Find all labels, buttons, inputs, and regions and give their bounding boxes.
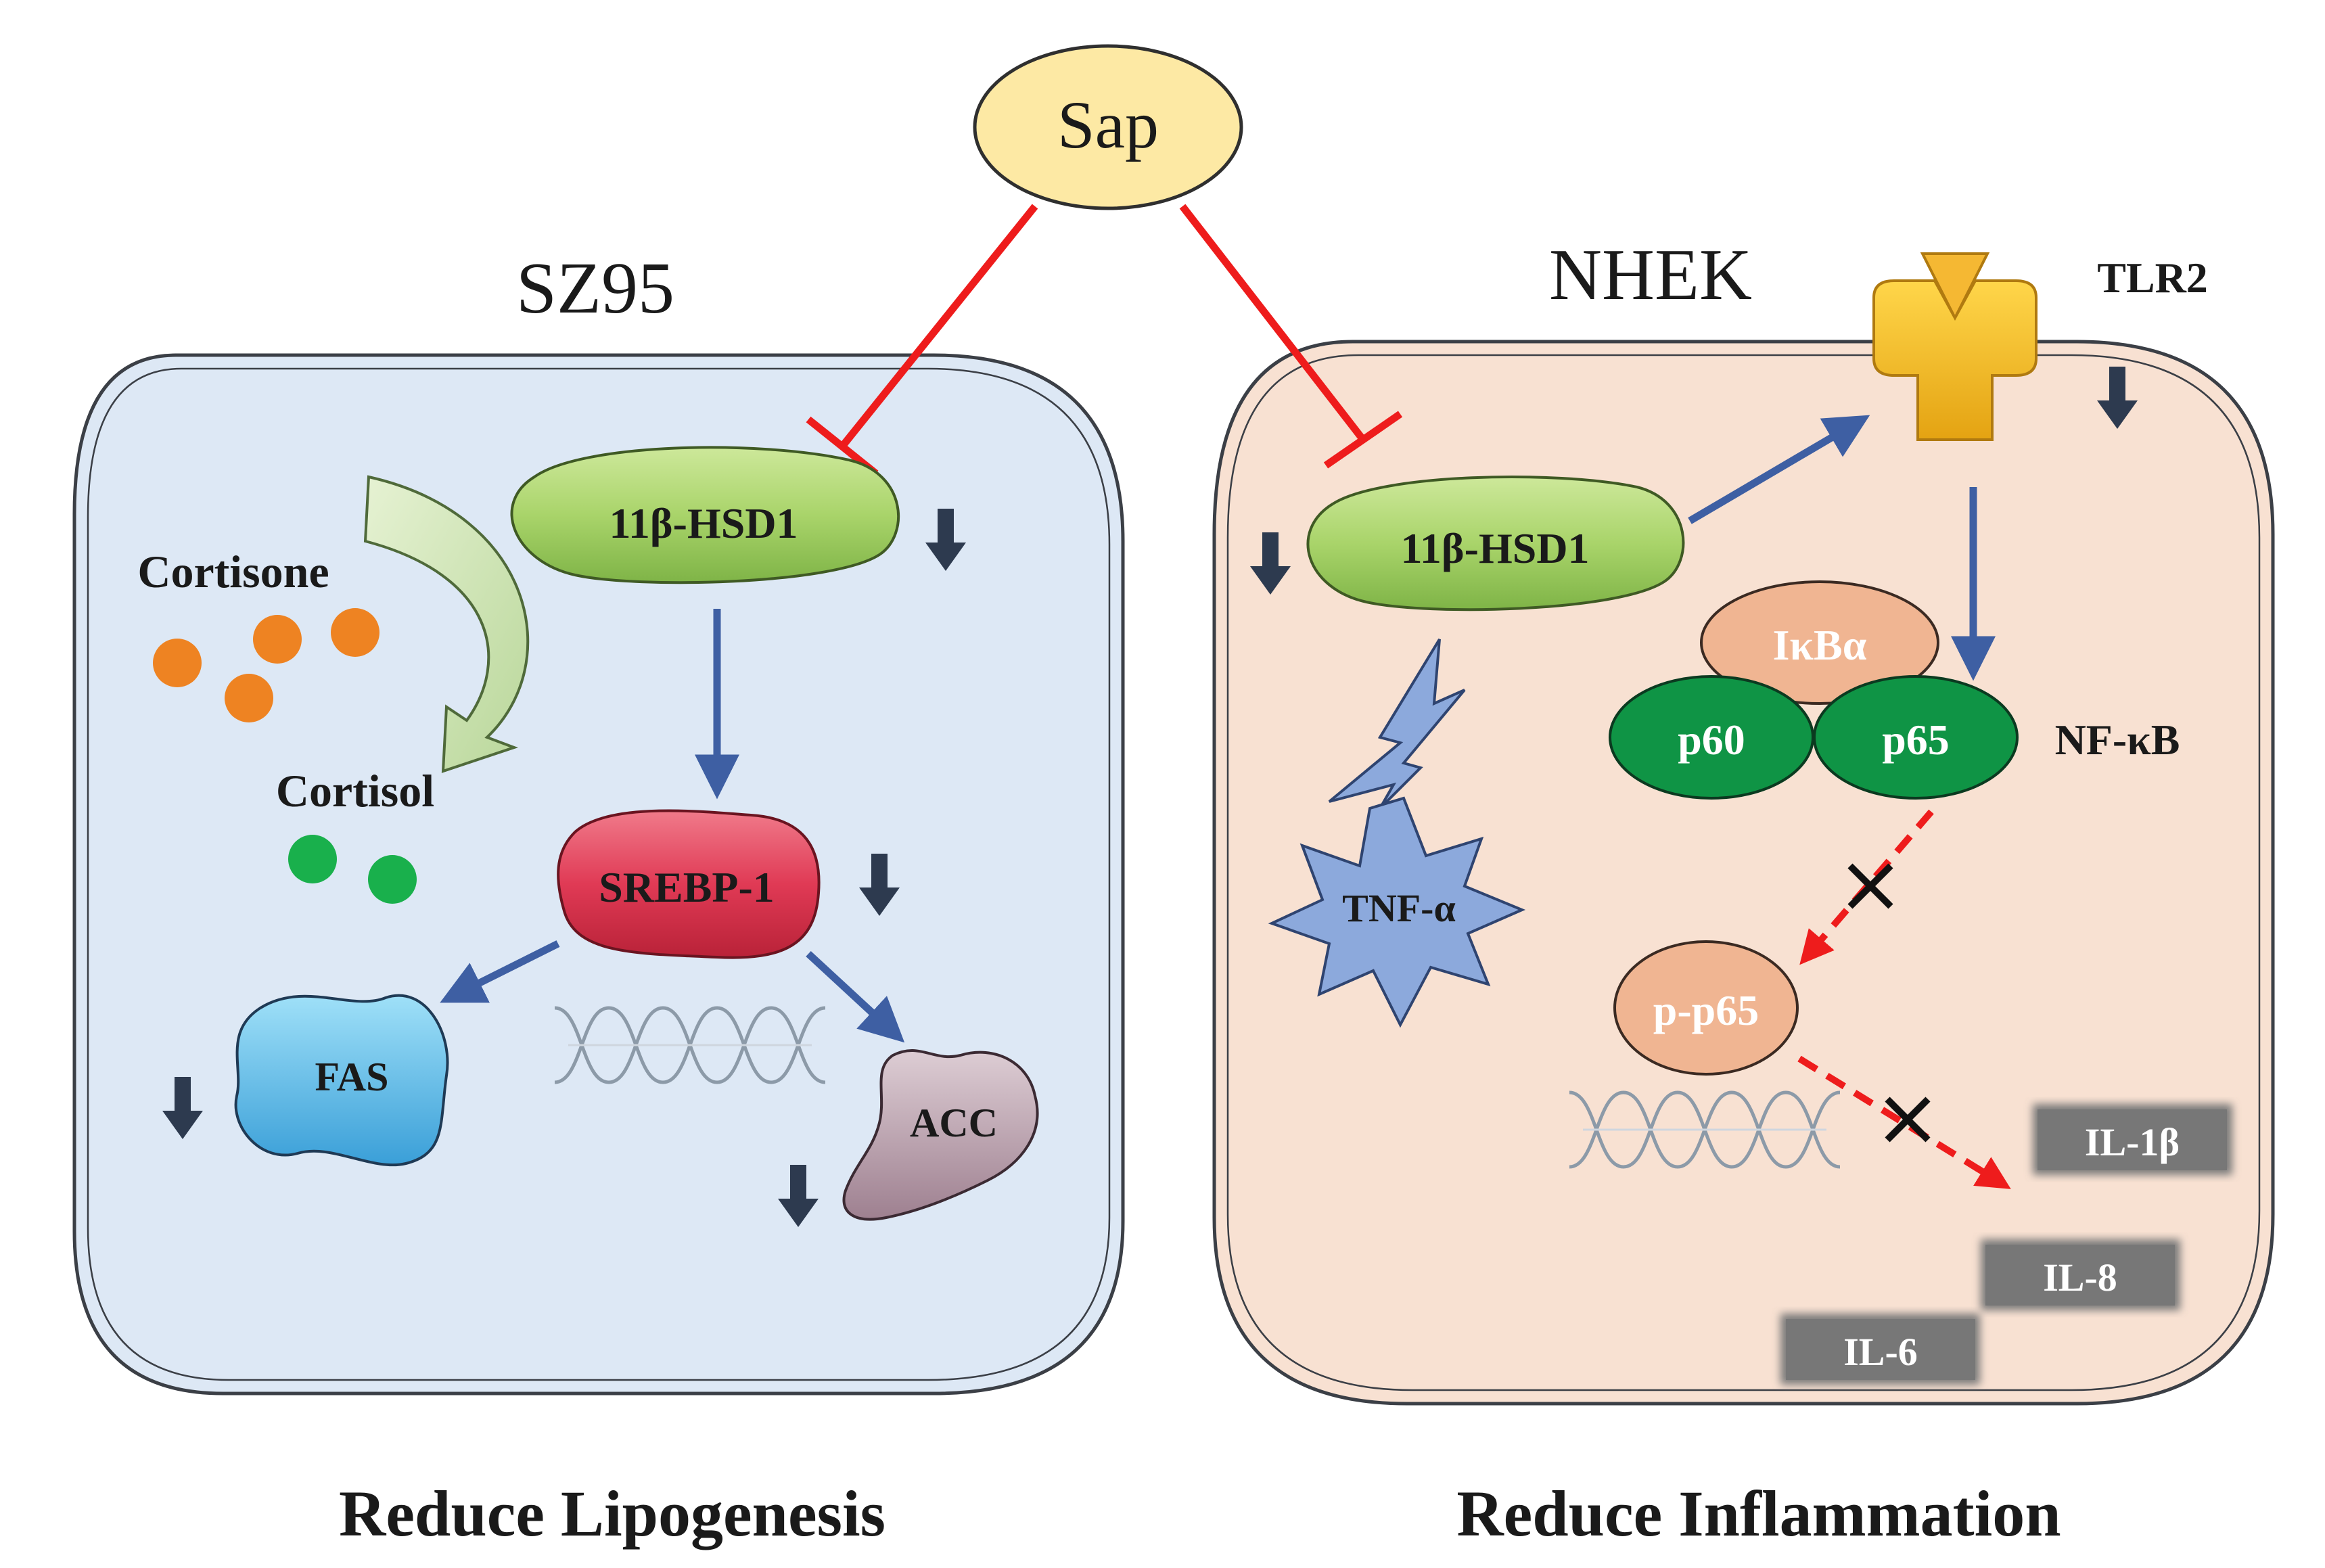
srebp-label: SREBP-1 — [599, 863, 775, 911]
tlr2-label: TLR2 — [2097, 254, 2208, 302]
srebp-node: SREBP-1 — [557, 809, 821, 959]
enzyme-to-tlr2-arrow — [1688, 415, 1870, 524]
sap-label: Sap — [1057, 87, 1159, 162]
left-enzyme-label: 11β-HSD1 — [609, 499, 798, 547]
phospho-p65-node: p-p65 — [1613, 940, 1799, 1076]
tlr2-receptor-icon — [1872, 252, 2038, 441]
cytokine-il1b: IL-1β — [2033, 1104, 2232, 1175]
right-cell-line-label: NHEK — [1549, 235, 1752, 315]
tnf-alpha-label: TNF-α — [1342, 886, 1456, 930]
left-cell-line-label: SZ95 — [516, 248, 674, 329]
srebp-to-fas-arrow — [440, 940, 560, 1003]
cytokine-il6: IL-6 — [1780, 1314, 1980, 1385]
cortisone-dots — [153, 608, 379, 722]
fas-node: FAS — [234, 994, 449, 1167]
cortisol-dots — [288, 835, 417, 904]
il6-label: IL-6 — [1843, 1330, 1918, 1374]
fas-label: FAS — [315, 1055, 389, 1099]
conversion-curve-arrow-icon — [363, 475, 530, 773]
nfkb-label: NF-κB — [2055, 716, 2180, 764]
right-enzyme-node: 11β-HSD1 — [1306, 476, 1685, 612]
block-x-icon-1 — [1847, 863, 1893, 909]
nfkb-complex: IκBα p60 p65 — [1609, 580, 2019, 800]
il1b-label: IL-1β — [2085, 1120, 2180, 1164]
ikba-label: IκBα — [1773, 621, 1867, 669]
transcription-blocked-arrow — [1797, 1055, 2011, 1189]
p60-label: p60 — [1678, 716, 1745, 764]
sap-node: Sap — [973, 44, 1243, 210]
cortisone-label: Cortisone — [137, 546, 329, 597]
p65-label: p65 — [1882, 716, 1950, 764]
right-enzyme-label: 11β-HSD1 — [1400, 524, 1589, 572]
block-x-icon-2 — [1885, 1097, 1931, 1143]
phospho-p65-label: p-p65 — [1653, 986, 1759, 1034]
srebp-to-acc-arrow — [806, 950, 905, 1043]
cytokine-il8: IL-8 — [1981, 1239, 2180, 1310]
acc-node: ACC — [842, 1048, 1039, 1221]
left-enzyme-node: 11β-HSD1 — [510, 446, 900, 584]
il8-label: IL-8 — [2043, 1255, 2117, 1299]
sap-inhibition-lines — [806, 204, 1403, 477]
cortisol-label: Cortisol — [276, 765, 434, 816]
right-outcome-label: Reduce Inflammation — [1456, 1477, 2061, 1550]
left-outcome-label: Reduce Lipogenesis — [339, 1477, 885, 1550]
tnf-alpha-node: TNF-α — [1268, 796, 1526, 1028]
acc-label: ACC — [910, 1101, 998, 1145]
